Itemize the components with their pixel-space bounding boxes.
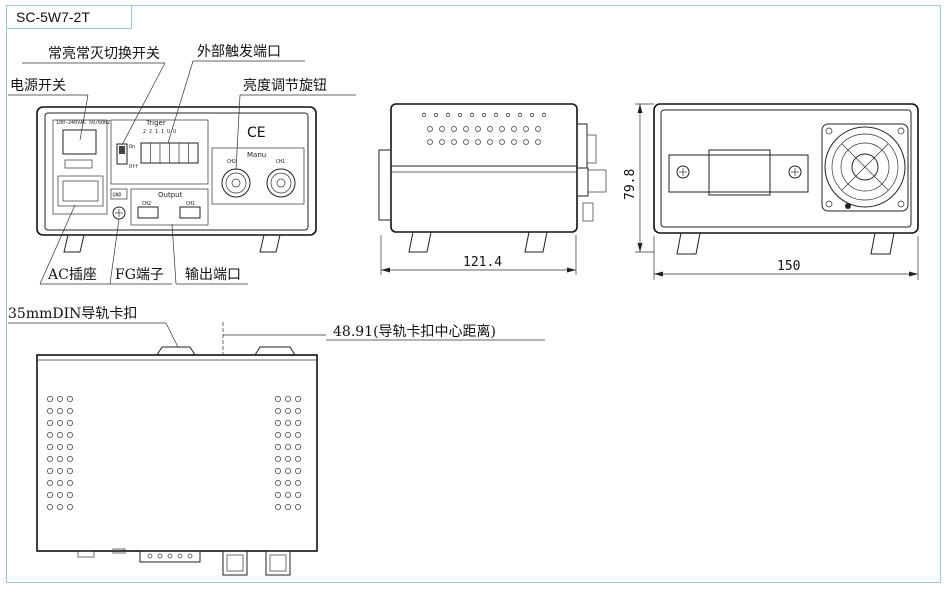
top-vent-holes-right [275,396,301,510]
callout-din-clip: 35mmDIN导轨卡扣 [8,306,137,322]
dim-width: 150 [777,259,800,274]
side-vent-holes [422,113,546,145]
output-ch2-connector[interactable] [137,206,159,219]
callout-output-port: 输出端口 [185,267,241,283]
top-view: 35mmDIN导轨卡扣 48.91(导轨卡扣中心距离) [8,306,545,576]
back-view: 79.8 150 [623,103,919,280]
fan-icon [821,123,909,212]
gnd-label: GND [113,193,122,199]
manu-label: Manu [247,151,266,159]
on-label: On [129,144,135,150]
callout-power-switch: 电源开关 [10,78,66,94]
trig-pins-label: 2 2 1 1 U U [143,129,176,135]
output-ch1-connector[interactable] [179,206,201,219]
dim-depth: 121.4 [463,255,502,270]
top-vent-holes-left [47,396,73,510]
dim-height: 79.8 [623,169,638,200]
triger-label: Triger [145,119,166,127]
fg-terminal-screw[interactable] [112,206,126,220]
ch2-brightness-knob[interactable] [221,168,251,198]
model-title: SC-5W7-2T [6,5,132,29]
mode-toggle-switch[interactable] [116,143,128,165]
ce-mark: CE [247,125,266,141]
output-label: Output [158,191,183,199]
callout-ac-socket: AC插座 [47,267,97,283]
output-ch1-label: CH1 [186,201,195,207]
screw-icon [676,165,690,179]
callout-brightness-knob: 亮度调节旋钮 [243,77,327,94]
screw-icon [788,165,802,179]
off-label: Off [129,164,138,170]
callout-mode-switch: 常亮常灭切换开关 [48,45,160,62]
callout-ext-trigger: 外部触发端口 [197,44,281,60]
knob-ch2-label: CH2 [227,159,236,165]
callout-din-distance: 48.91(导轨卡扣中心距离) [333,323,496,340]
ch1-brightness-knob[interactable] [266,168,296,198]
front-view: 100-240VAC 50/60HZ Triger 2 2 1 1 U U On… [36,106,317,253]
callout-fg-terminal: FG端子 [115,267,164,283]
side-view: 121.4 [378,103,607,275]
output-ch2-label: CH2 [142,201,151,207]
front-callouts: 常亮常灭切换开关 外部触发端口 亮度调节旋钮 电源开关 AC插座 FG端子 输出… [8,44,356,285]
knob-ch1-label: CH1 [276,159,285,165]
drawing-frame [6,5,941,583]
